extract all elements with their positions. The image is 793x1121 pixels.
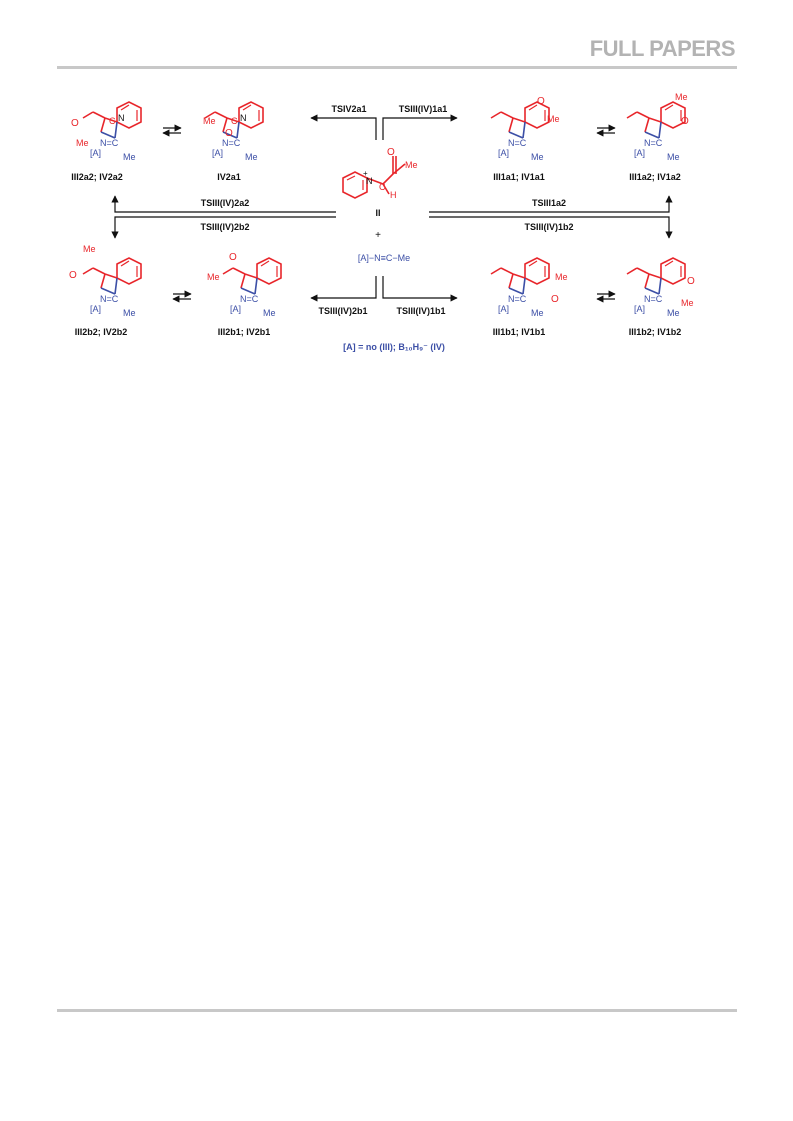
atom-n-eq-c: N=C [644,294,663,304]
atom-a: [A] [634,148,645,158]
atom-me: Me [531,308,544,318]
atom-h: H [390,190,397,200]
atom-a: [A] [230,304,241,314]
atom-c: C [379,182,386,192]
atom-n-eq-c: N=C [508,294,527,304]
atom-o: O [229,252,237,263]
atom-me: Me [123,152,136,162]
atom-n-eq-c: N=C [222,138,241,148]
compound-structure-3: O Me [A] N=C Me [490,96,560,162]
compound-label: III2a2; IV2a2 [71,172,123,182]
atom-o: O [387,147,395,158]
atom-a: [A] [90,304,101,314]
reaction-arrows [111,114,673,302]
compound-label: III1b1; IV1b1 [493,327,546,337]
reactant-label: II [375,208,380,218]
ts-label: TSIII(IV)2b2 [200,222,249,232]
footer-rule [57,1009,737,1012]
header-rule [57,66,737,69]
atom-me: Me [245,152,258,162]
compound-label: III2b1; IV2b1 [218,327,271,337]
atom-me: Me [681,298,694,308]
compound-structure-7: Me O [A] N=C Me [490,257,568,318]
atom-a: [A] [634,304,645,314]
compound-structure-4: Me O [A] N=C Me [626,92,689,162]
atom-a: [A] [498,304,509,314]
plus-sign: + [375,230,381,241]
atom-n-eq-c: N=C [644,138,663,148]
equilibrium-arrow-2 [596,124,616,137]
compound-label: IV2a1 [217,172,241,182]
compound-structure-2: Me O C N [A] N=C Me [203,101,264,162]
atom-c: C [231,116,238,126]
ts-label: TSIII(IV)2a2 [201,198,250,208]
compound-structure-8: O Me [A] N=C Me [626,257,695,318]
atom-me: Me [547,114,560,124]
atom-n-eq-c: N=C [100,294,119,304]
atom-me: Me [83,244,96,254]
atom-o: O [687,276,695,287]
atom-me: Me [76,138,89,148]
atom-me: Me [675,92,688,102]
atom-c: C [109,116,116,126]
atom-o: O [225,128,233,139]
atom-me: Me [555,272,568,282]
compound-structure-6: O Me [A] N=C Me [207,252,282,318]
ts-label: TSIII(IV)2b1 [318,306,367,316]
ts-label: TSIV2a1 [331,104,366,114]
reactant-ylide-structure: + N O Me C H [342,147,418,200]
atom-me: Me [667,152,680,162]
substituent-legend: [A] = no (III); B₁₀H₉⁻ (IV) [343,342,445,352]
compound-structure-5: Me O [A] N=C Me [69,244,142,318]
atom-o: O [69,270,77,281]
atom-n: N [240,113,247,123]
compound-label: III2b2; IV2b2 [75,327,128,337]
ts-label: TSIII(IV)1a1 [399,104,448,114]
atom-n-eq-c: N=C [240,294,259,304]
atom-n-eq-c: N=C [508,138,527,148]
atom-me: Me [667,308,680,318]
compound-label: III1a1; IV1a1 [493,172,545,182]
compound-structure-1: O Me C N [A] N=C Me [71,101,142,162]
atom-me: Me [123,308,136,318]
equilibrium-arrow-4 [596,290,616,303]
nitrile-reactant: [A]−N≡C−Me [358,253,410,263]
atom-o: O [71,118,79,129]
atom-n: N [118,113,125,123]
atom-me: Me [263,308,276,318]
ts-label: TSIII(IV)1b2 [524,222,573,232]
atom-me: Me [531,152,544,162]
equilibrium-arrow-3 [172,290,192,303]
charge-plus: + [363,169,368,178]
atom-a: [A] [498,148,509,158]
ts-label: TSIII(IV)1b1 [396,306,445,316]
equilibrium-arrow-1 [162,124,182,137]
atom-a: [A] [212,148,223,158]
atom-o: O [681,116,689,127]
atom-me: Me [405,160,418,170]
compound-label: III1b2; IV1b2 [629,327,682,337]
atom-me: Me [203,116,216,126]
journal-section-title: FULL PAPERS [589,36,736,61]
atom-n-eq-c: N=C [100,138,119,148]
atom-o: O [551,294,559,305]
reaction-scheme: O Me C N [A] N=C Me Me O C N [A] N=C Me … [69,92,695,352]
atom-n: N [366,176,373,186]
ts-label: TSIII1a2 [532,198,566,208]
atom-o: O [537,96,545,107]
compound-label: III1a2; IV1a2 [629,172,681,182]
atom-a: [A] [90,148,101,158]
atom-me: Me [207,272,220,282]
